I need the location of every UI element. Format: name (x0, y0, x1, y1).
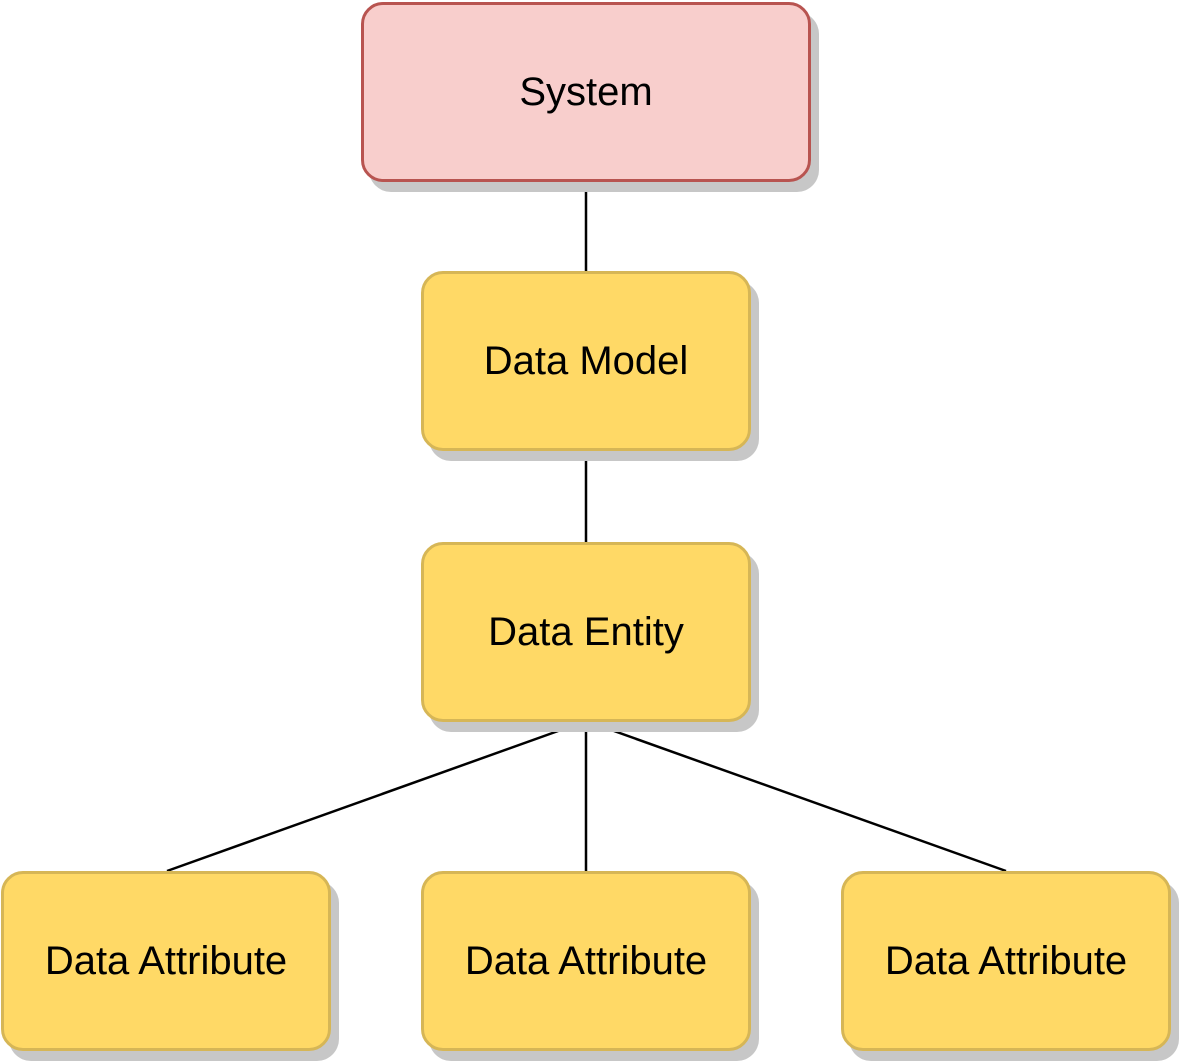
node-system-label: System (519, 69, 653, 114)
node-data-attribute-2-label: Data Attribute (464, 938, 708, 983)
edge-data-entity-to-data-attribute-1 (166, 719, 587, 873)
node-data-model-label: Data Model (483, 338, 689, 383)
node-system[interactable]: System (361, 2, 811, 182)
node-data-entity-label: Data Entity (488, 609, 684, 654)
edge-data-entity-to-data-attribute-3 (585, 719, 1007, 873)
node-data-attribute-1[interactable]: Data Attribute (1, 871, 331, 1051)
node-data-model[interactable]: Data Model (421, 271, 751, 451)
node-data-attribute-3-label: Data Attribute (884, 938, 1128, 983)
node-data-attribute-3[interactable]: Data Attribute (841, 871, 1171, 1051)
node-data-attribute-1-label: Data Attribute (44, 938, 288, 983)
node-data-entity[interactable]: Data Entity (421, 542, 751, 722)
node-data-attribute-2[interactable]: Data Attribute (421, 871, 751, 1051)
